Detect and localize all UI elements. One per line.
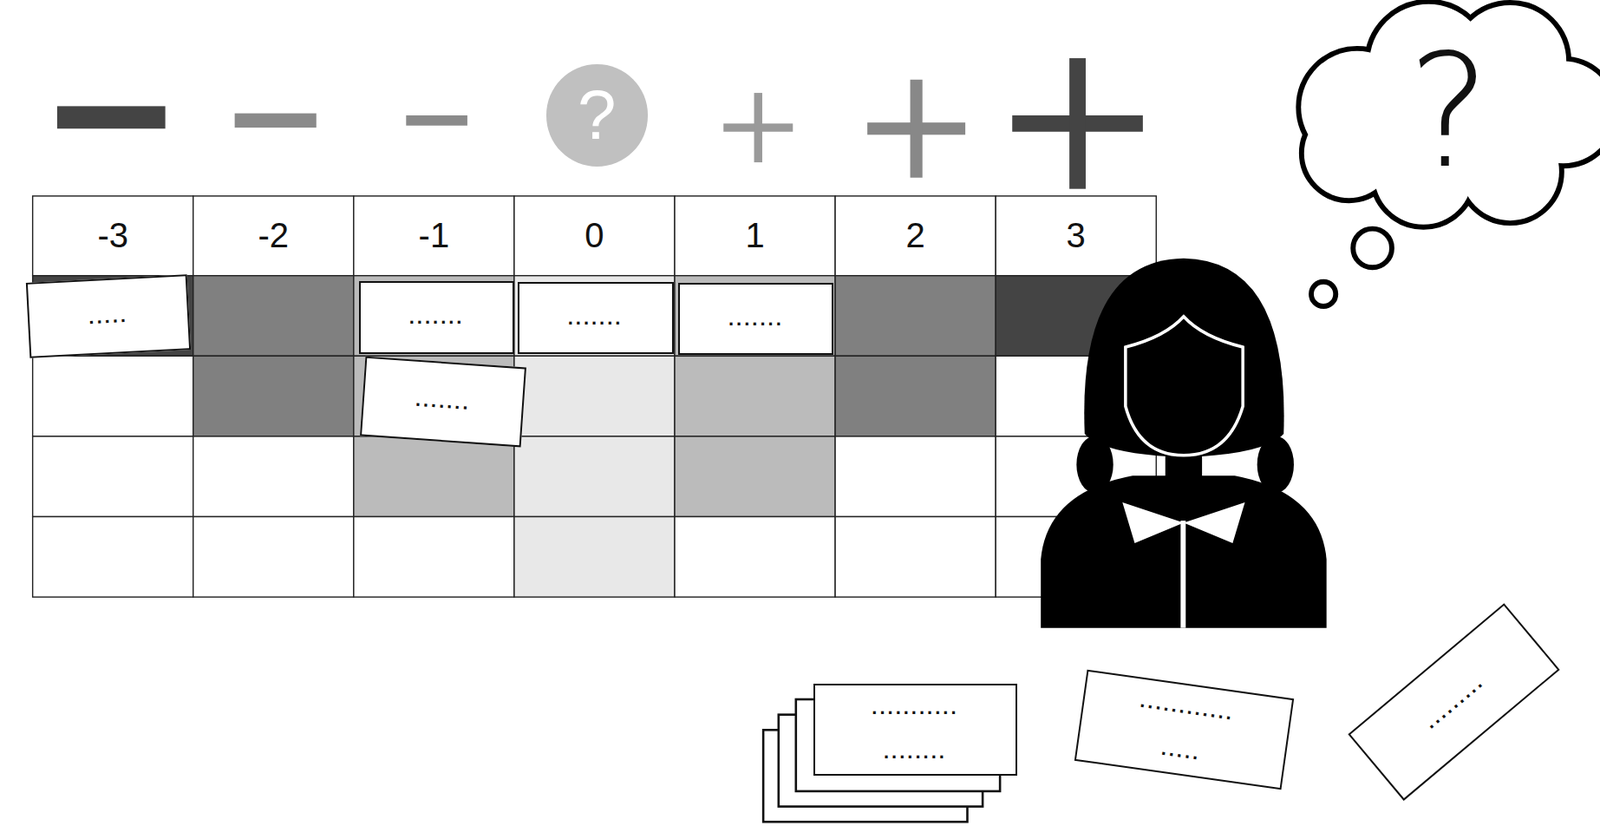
table-cell <box>193 195 354 276</box>
illustration-group <box>32 4 1600 823</box>
card-text: ..... <box>87 306 129 327</box>
table-cell <box>193 436 354 517</box>
table-cell <box>193 355 354 437</box>
table-cell <box>514 195 675 276</box>
plus-symbol <box>723 92 793 163</box>
table-cell <box>674 516 836 598</box>
card-text: ? <box>577 80 617 151</box>
column-score: 1 <box>674 195 836 276</box>
statement-card: ..... <box>26 274 191 359</box>
statement-card: ....... <box>359 355 527 447</box>
card-text: ............ <box>1138 692 1235 725</box>
table-cell <box>514 355 675 437</box>
table-cell <box>835 195 996 276</box>
plus-symbol <box>1012 58 1143 190</box>
table-cell <box>514 516 675 598</box>
statement-card: ......... <box>1347 602 1561 801</box>
card-text: ........ <box>883 742 947 762</box>
table-cell <box>835 516 996 598</box>
plus-symbol <box>867 79 966 178</box>
column-score: 0 <box>514 195 675 276</box>
minus-symbol <box>405 115 468 126</box>
minus-symbol <box>235 113 317 128</box>
card-text: ....... <box>409 307 465 327</box>
table-cell <box>514 275 675 357</box>
table-cell <box>995 195 1156 276</box>
table-cell <box>835 436 996 517</box>
column-score: -3 <box>32 195 194 276</box>
card-text: ......... <box>1420 671 1488 732</box>
table-cell <box>32 355 194 437</box>
table-cell <box>674 436 836 517</box>
card-text: ........... <box>871 698 959 718</box>
person-figure <box>1040 258 1326 628</box>
table-cell <box>674 275 836 357</box>
card-text: ....... <box>728 309 784 329</box>
table-cell <box>353 436 515 517</box>
card-text: ....... <box>414 389 471 412</box>
table-cell <box>32 195 194 276</box>
minus-symbol <box>57 105 166 129</box>
question-circle: ? <box>546 64 649 167</box>
card-text: ? <box>1407 33 1491 190</box>
table-cell <box>835 275 996 357</box>
statement-card: ....... <box>359 280 515 355</box>
table-cell <box>193 275 354 357</box>
table-cell <box>514 436 675 517</box>
column-score: 3 <box>995 195 1156 276</box>
statement-card: ....... <box>517 281 674 355</box>
column-score: -2 <box>193 195 354 276</box>
table-cell <box>193 516 354 598</box>
table-cell <box>353 516 515 598</box>
column-score: 2 <box>835 195 996 276</box>
statement-card: ....... <box>678 282 834 356</box>
table-cell <box>674 355 836 437</box>
statement-card: ................. <box>1074 669 1295 790</box>
card-text: ..... <box>1160 738 1202 764</box>
table-cell <box>835 355 996 437</box>
table-cell <box>353 195 515 276</box>
card-text: ....... <box>568 308 624 328</box>
statement-card: ................... <box>813 683 1018 776</box>
table-cell <box>32 516 194 598</box>
table-cell <box>674 195 836 276</box>
column-score: -1 <box>353 195 515 276</box>
thought-question: ? <box>1397 26 1502 197</box>
thought-cloud <box>1300 4 1600 307</box>
table-cell <box>353 275 515 357</box>
table-cell <box>32 436 194 517</box>
